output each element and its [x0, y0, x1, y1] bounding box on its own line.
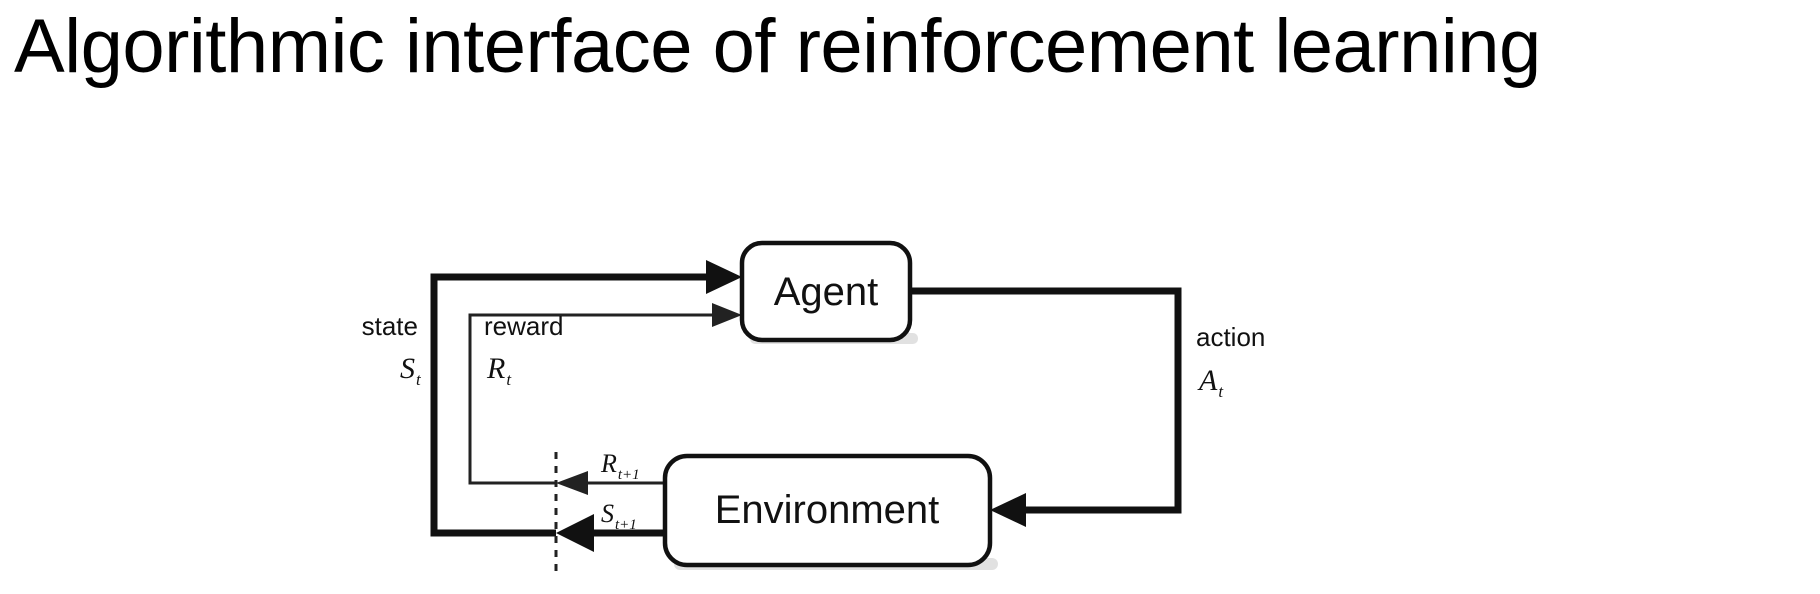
- agent-node[interactable]: Agent: [739, 240, 913, 343]
- state-path: [430, 260, 742, 537]
- state-symbol-subscript: t: [416, 370, 422, 389]
- action-name-label: action: [1196, 322, 1265, 352]
- state-next-symbol: St+1: [601, 499, 637, 533]
- state-next-subscript: t+1: [615, 517, 637, 533]
- state-name-label: state: [362, 311, 418, 341]
- state-symbol-base: S: [400, 352, 415, 385]
- environment-output-arrows: [556, 471, 665, 552]
- environment-node[interactable]: Environment: [662, 453, 993, 568]
- reward-label-group: reward Rt: [484, 311, 563, 389]
- reward-path: [468, 303, 742, 485]
- state-emitted-arrowhead: [556, 514, 594, 552]
- reward-symbol-subscript: t: [506, 370, 512, 389]
- reward-name-label: reward: [484, 311, 563, 341]
- reward-next-base: R: [600, 449, 617, 478]
- environment-label: Environment: [715, 488, 940, 532]
- page-title: Algorithmic interface of reinforcement l…: [14, 4, 1541, 89]
- environment-box[interactable]: [662, 453, 993, 568]
- reward-arrowhead-into-agent: [712, 303, 742, 327]
- agent-label: Agent: [774, 270, 879, 314]
- state-symbol: St: [400, 352, 422, 389]
- state-label-group: state St: [362, 311, 422, 389]
- reward-emitted-arrowhead: [556, 471, 588, 495]
- state-next-base: S: [601, 499, 614, 528]
- reward-next-subscript: t+1: [618, 467, 640, 483]
- action-symbol: At: [1197, 364, 1224, 401]
- reward-symbol-base: R: [486, 352, 505, 385]
- emitted-symbols-group: Rt+1 St+1: [600, 449, 640, 533]
- reward-next-symbol: Rt+1: [600, 449, 640, 483]
- action-symbol-base: A: [1197, 364, 1218, 397]
- state-arrowhead-into-agent: [706, 260, 742, 294]
- action-symbol-subscript: t: [1218, 382, 1224, 401]
- action-path: [910, 287, 1182, 527]
- action-label-group: action At: [1196, 322, 1265, 401]
- reward-symbol: Rt: [486, 352, 512, 389]
- action-arrowhead-into-environment: [990, 493, 1026, 527]
- agent-box[interactable]: [739, 240, 913, 343]
